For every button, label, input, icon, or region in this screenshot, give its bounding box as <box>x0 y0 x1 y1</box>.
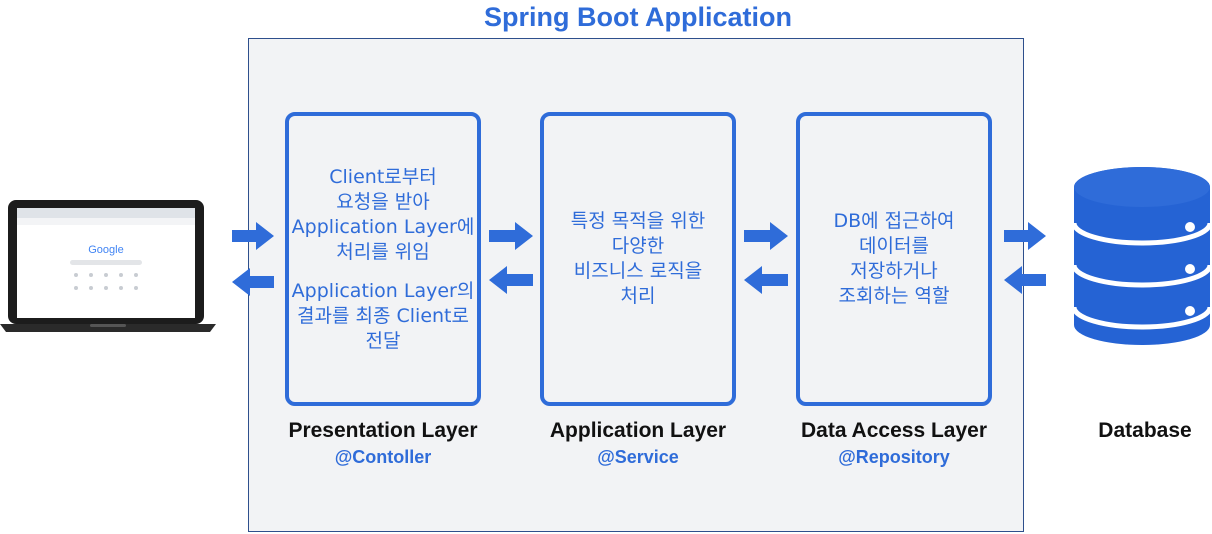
arrow-right-icon <box>744 222 788 250</box>
layer-desc-line: Client로부터 <box>329 165 437 188</box>
layer-desc-line: DB에 접근하여 <box>833 210 955 232</box>
presentation-layer-annotation: @Contoller <box>334 447 432 467</box>
arrow-left-icon <box>232 268 274 296</box>
laptop-icon: Google <box>0 200 216 332</box>
database-label: Database <box>1098 419 1192 442</box>
arrow-right-icon <box>1004 222 1046 250</box>
arrow-left-icon <box>1004 266 1046 294</box>
layer-desc-line: 특정 목적을 위한 <box>570 210 706 232</box>
layer-desc-line: 비즈니스 로직을 <box>573 260 703 282</box>
presentation-layer-title: Presentation Layer <box>288 419 478 442</box>
layer-desc-line: Application Layer의 <box>291 279 475 302</box>
application-layer-box: 특정 목적을 위한 다양한 비즈니스 로직을 처리 <box>540 112 736 406</box>
diagram-title: Spring Boot Application <box>484 2 792 32</box>
application-layer-annotation: @Service <box>597 447 679 467</box>
data-access-layer-title: Data Access Layer <box>800 419 987 442</box>
layer-desc-line: Application Layer에 <box>291 215 475 238</box>
arrow-right-icon <box>232 222 274 250</box>
layer-desc-line: 다양한 <box>611 235 665 257</box>
data-access-layer-annotation: @Repository <box>838 447 950 467</box>
layer-desc-line: 결과를 최종 Client로 <box>297 304 469 327</box>
arrow-left-icon <box>744 266 788 294</box>
layer-desc-line: 처리 <box>620 285 656 307</box>
layer-desc-line: 조회하는 역할 <box>838 285 950 307</box>
layer-desc-line: 요청을 받아 <box>336 190 430 213</box>
arrow-left-icon <box>489 266 533 294</box>
layer-desc-line: 처리를 위임 <box>336 240 430 263</box>
arrow-right-icon <box>489 222 533 250</box>
data-access-layer-box: DB에 접근하여 데이터를 저장하거나 조회하는 역할 <box>796 112 992 406</box>
google-logo: Google <box>88 244 123 256</box>
layer-desc-line: 전달 <box>365 329 401 352</box>
layer-desc-line: 데이터를 <box>859 235 929 257</box>
database-icon <box>1072 167 1212 345</box>
presentation-layer-box: Client로부터 요청을 받아 Application Layer에 처리를 … <box>285 112 481 406</box>
layer-desc-line: 저장하거나 <box>850 260 938 282</box>
application-layer-title: Application Layer <box>549 419 727 442</box>
